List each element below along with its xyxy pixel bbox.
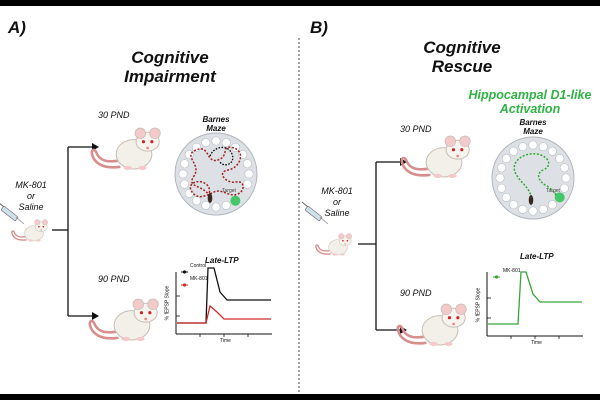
ltp-title: Late-LTP: [520, 252, 554, 261]
legend-mk801: MK-801: [503, 268, 521, 274]
treatment-line: or: [332, 197, 341, 207]
age-label: 90 PND: [98, 274, 130, 284]
treatment-line: or: [26, 191, 35, 201]
ltp-chart: [175, 267, 272, 337]
barnes-maze-icon: [174, 132, 258, 216]
target-hole: [230, 195, 241, 206]
maze-title-line: Barnes: [519, 118, 547, 127]
maze-title-line: Maze: [523, 127, 543, 136]
age-label: 30 PND: [98, 110, 130, 120]
rat-icon: [11, 218, 49, 243]
panel-title-line: Cognitive: [423, 38, 501, 57]
panel-title-line: Rescue: [431, 57, 493, 76]
treatment-label: MK-801 or Saline: [10, 180, 52, 213]
activation-line: Hippocampal D1-like: [468, 88, 592, 102]
activation-label: Hippocampal D1-like Activation: [462, 88, 598, 116]
figure-graphics: [0, 38, 583, 394]
age-label: 90 PND: [400, 288, 432, 298]
rat-icon: [396, 302, 468, 348]
maze-title: Barnes Maze: [513, 118, 553, 136]
treatment-line: MK-801: [15, 180, 47, 190]
target-hole: [554, 192, 565, 203]
x-axis-label: Time: [531, 340, 542, 346]
ltp-chart: [486, 271, 583, 339]
barnes-maze-icon: [491, 136, 575, 220]
rescue-trace: [488, 271, 582, 325]
target-label: Target: [546, 188, 560, 194]
target-label: Target: [222, 188, 236, 194]
rat-icon: [88, 297, 160, 343]
treatment-line: MK-801: [321, 186, 353, 196]
panel-label: A): [8, 18, 26, 37]
branch-arrows: [52, 143, 99, 320]
legend-control: Control: [190, 263, 207, 269]
panel-title-line: Impairment: [124, 67, 216, 86]
panel-title: Cognitive Rescue: [392, 38, 532, 76]
rat-icon: [400, 134, 472, 180]
ltp-title: Late-LTP: [205, 256, 239, 265]
treatment-line: Saline: [324, 208, 350, 218]
y-axis-label: % fEPSP Slope: [475, 287, 482, 323]
rat-icon: [90, 126, 162, 172]
figure-canvas: A) Cognitive Impairment MK-801 or Saline…: [0, 6, 600, 394]
treatment-label: MK-801 or Saline: [316, 186, 358, 219]
age-label: 30 PND: [400, 124, 432, 134]
legend-mk801: MK-801: [190, 276, 208, 282]
y-axis-label: % fEPSP Slope: [164, 285, 171, 321]
rat-icon: [315, 232, 353, 257]
branch-arrows: [358, 158, 407, 334]
panel-title: Cognitive Impairment: [95, 48, 245, 86]
mk801-trace: [177, 304, 271, 324]
panel-title-line: Cognitive: [131, 48, 209, 67]
maze-title-line: Maze: [206, 124, 226, 133]
treatment-line: Saline: [18, 202, 44, 212]
panel-label: B): [310, 18, 328, 37]
activation-line: Activation: [499, 102, 561, 116]
x-axis-label: Time: [220, 338, 231, 344]
maze-title-line: Barnes: [202, 115, 230, 124]
maze-title: Barnes Maze: [196, 115, 236, 133]
